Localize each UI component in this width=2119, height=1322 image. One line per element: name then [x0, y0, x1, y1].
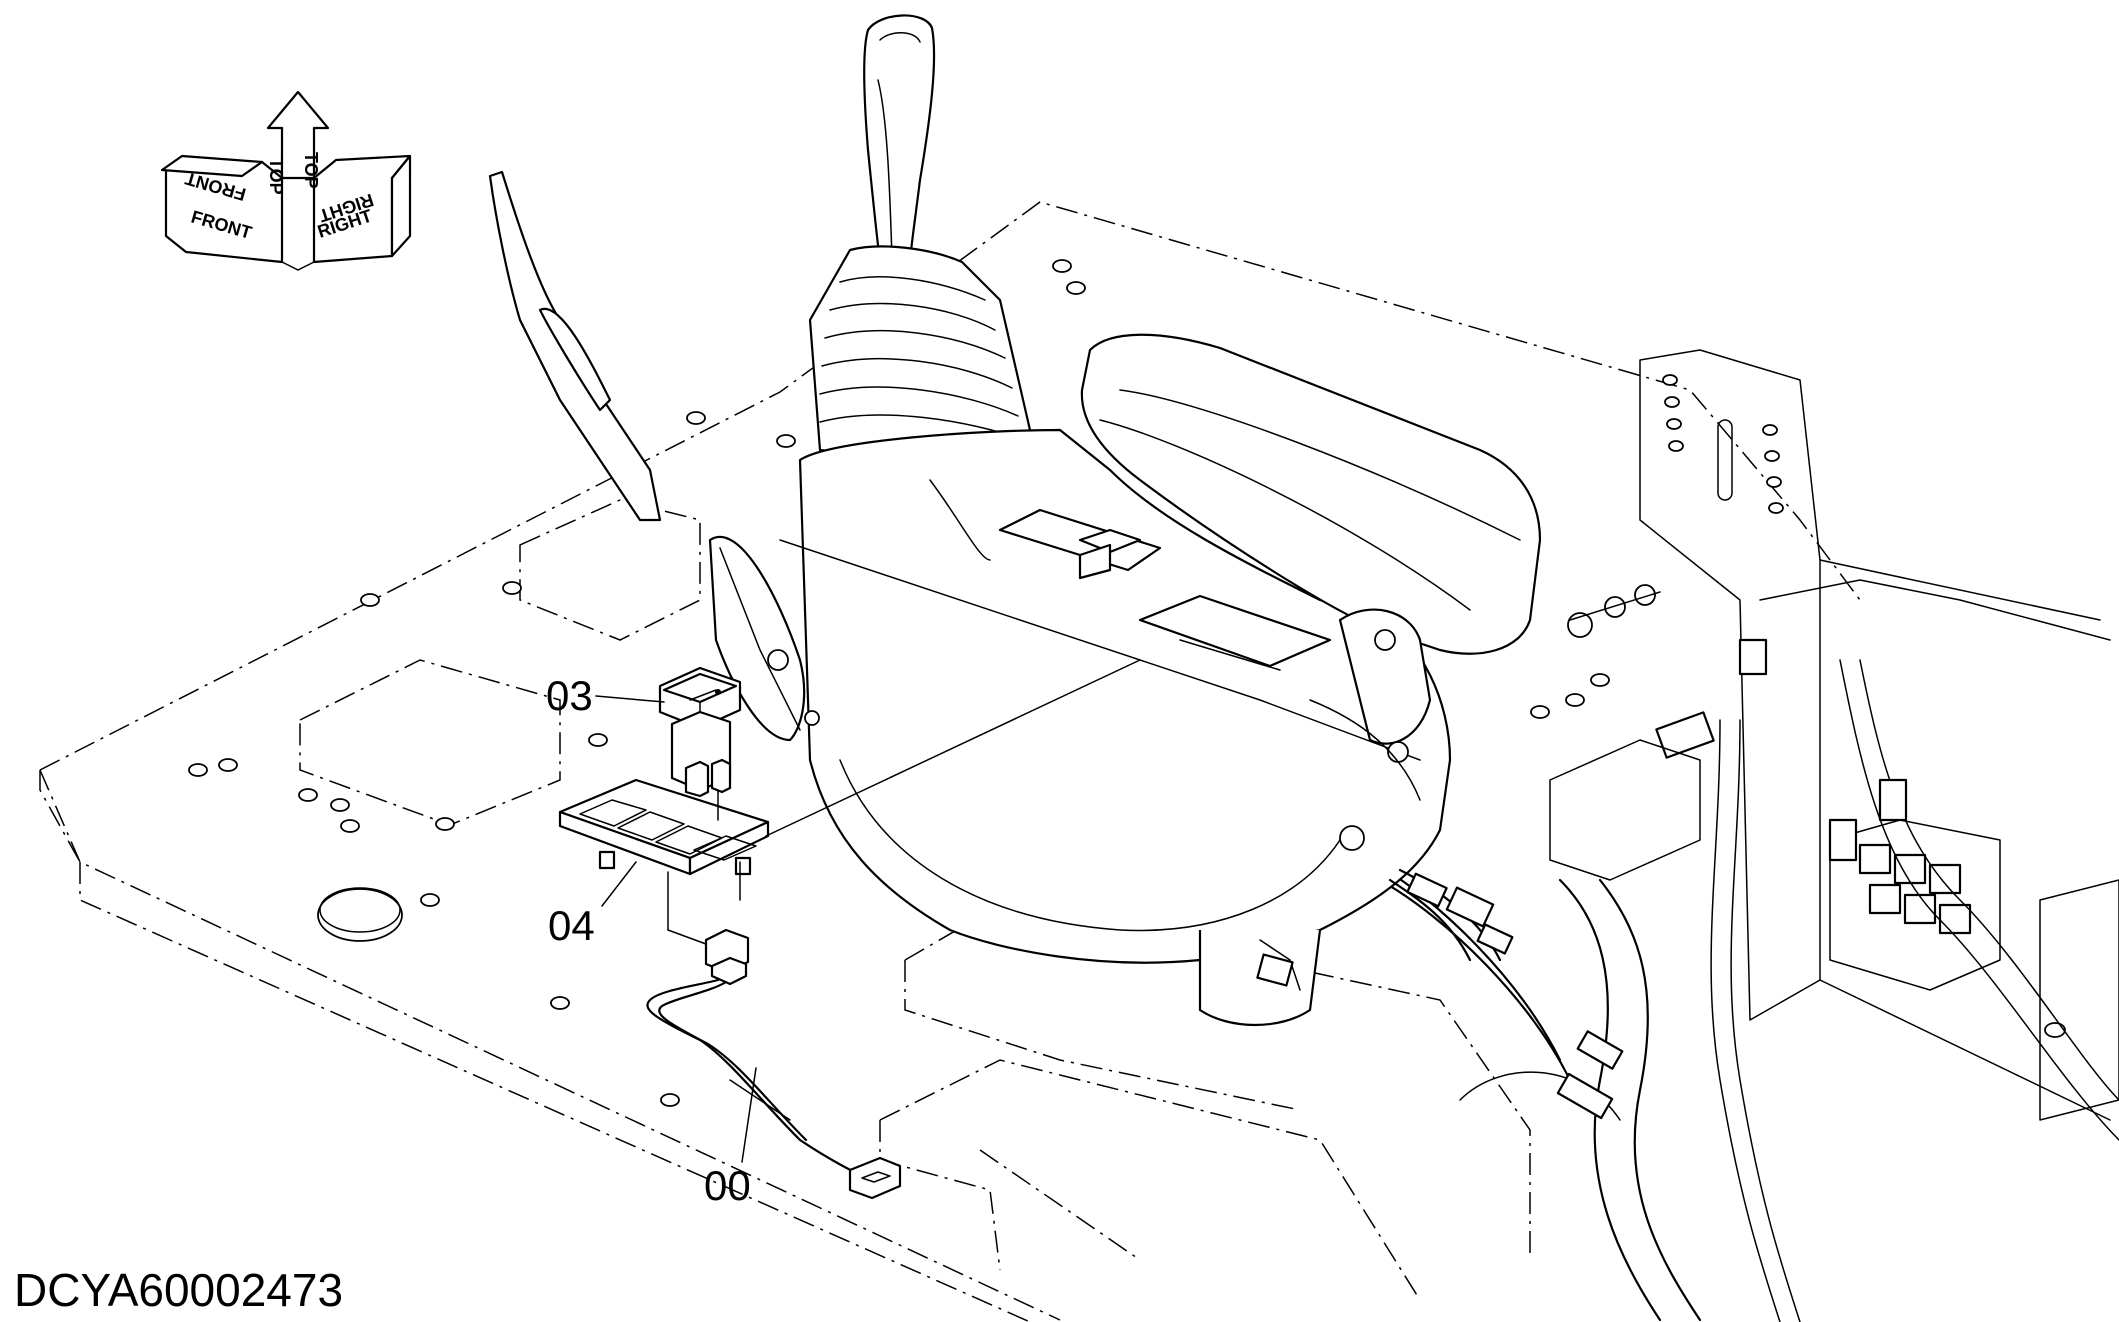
safety-lever-bracket: [708, 536, 806, 742]
part-03-rocker-switch: [658, 666, 742, 798]
console-tray: [1138, 594, 1332, 668]
orient-top-label: TOP: [266, 158, 286, 195]
orient-top-mirror-label: TOP: [301, 152, 321, 189]
console-bolt: [1339, 825, 1365, 851]
armrest-hinge: [1338, 608, 1432, 745]
part-04-switch-panel: [558, 778, 770, 876]
plate-holes: [188, 259, 1610, 1107]
console-harness: [1256, 699, 1514, 987]
seat-rails: [879, 904, 1531, 1301]
joystick-lever: [808, 14, 1032, 456]
joystick-boot: [808, 245, 1032, 456]
front-arrow-shape: [164, 160, 284, 264]
callout-04: 04: [548, 902, 595, 949]
callout-00: 00: [704, 1162, 751, 1209]
safety-lever: [488, 170, 820, 742]
callout-03: 03: [546, 672, 593, 719]
harness-connector-bottom: [848, 1156, 902, 1200]
part-00-wire-harness: [646, 928, 902, 1200]
orientation-indicator: FRONT FRONT TOP TOP RIGHT RIGHT: [160, 90, 412, 271]
drawing-code: DCYA60002473: [14, 1264, 343, 1316]
top-arrow-shape: [266, 90, 330, 180]
armrest: [1080, 333, 1542, 655]
plate-round-cover: [317, 888, 403, 942]
plate-cutout-upper: [519, 499, 701, 641]
plate-cutout-left: [299, 659, 561, 826]
side-bracket: [1639, 349, 2111, 1121]
console-shell: [798, 428, 1452, 964]
right-harness: [1368, 638, 2119, 1322]
leader-lines: [595, 659, 1141, 1163]
control-console: [779, 333, 1661, 1027]
floor-plate: [39, 201, 1861, 1322]
joystick-grip: [863, 14, 936, 264]
relay-block: [1829, 819, 2119, 1121]
safety-lever-rod: [488, 170, 662, 522]
